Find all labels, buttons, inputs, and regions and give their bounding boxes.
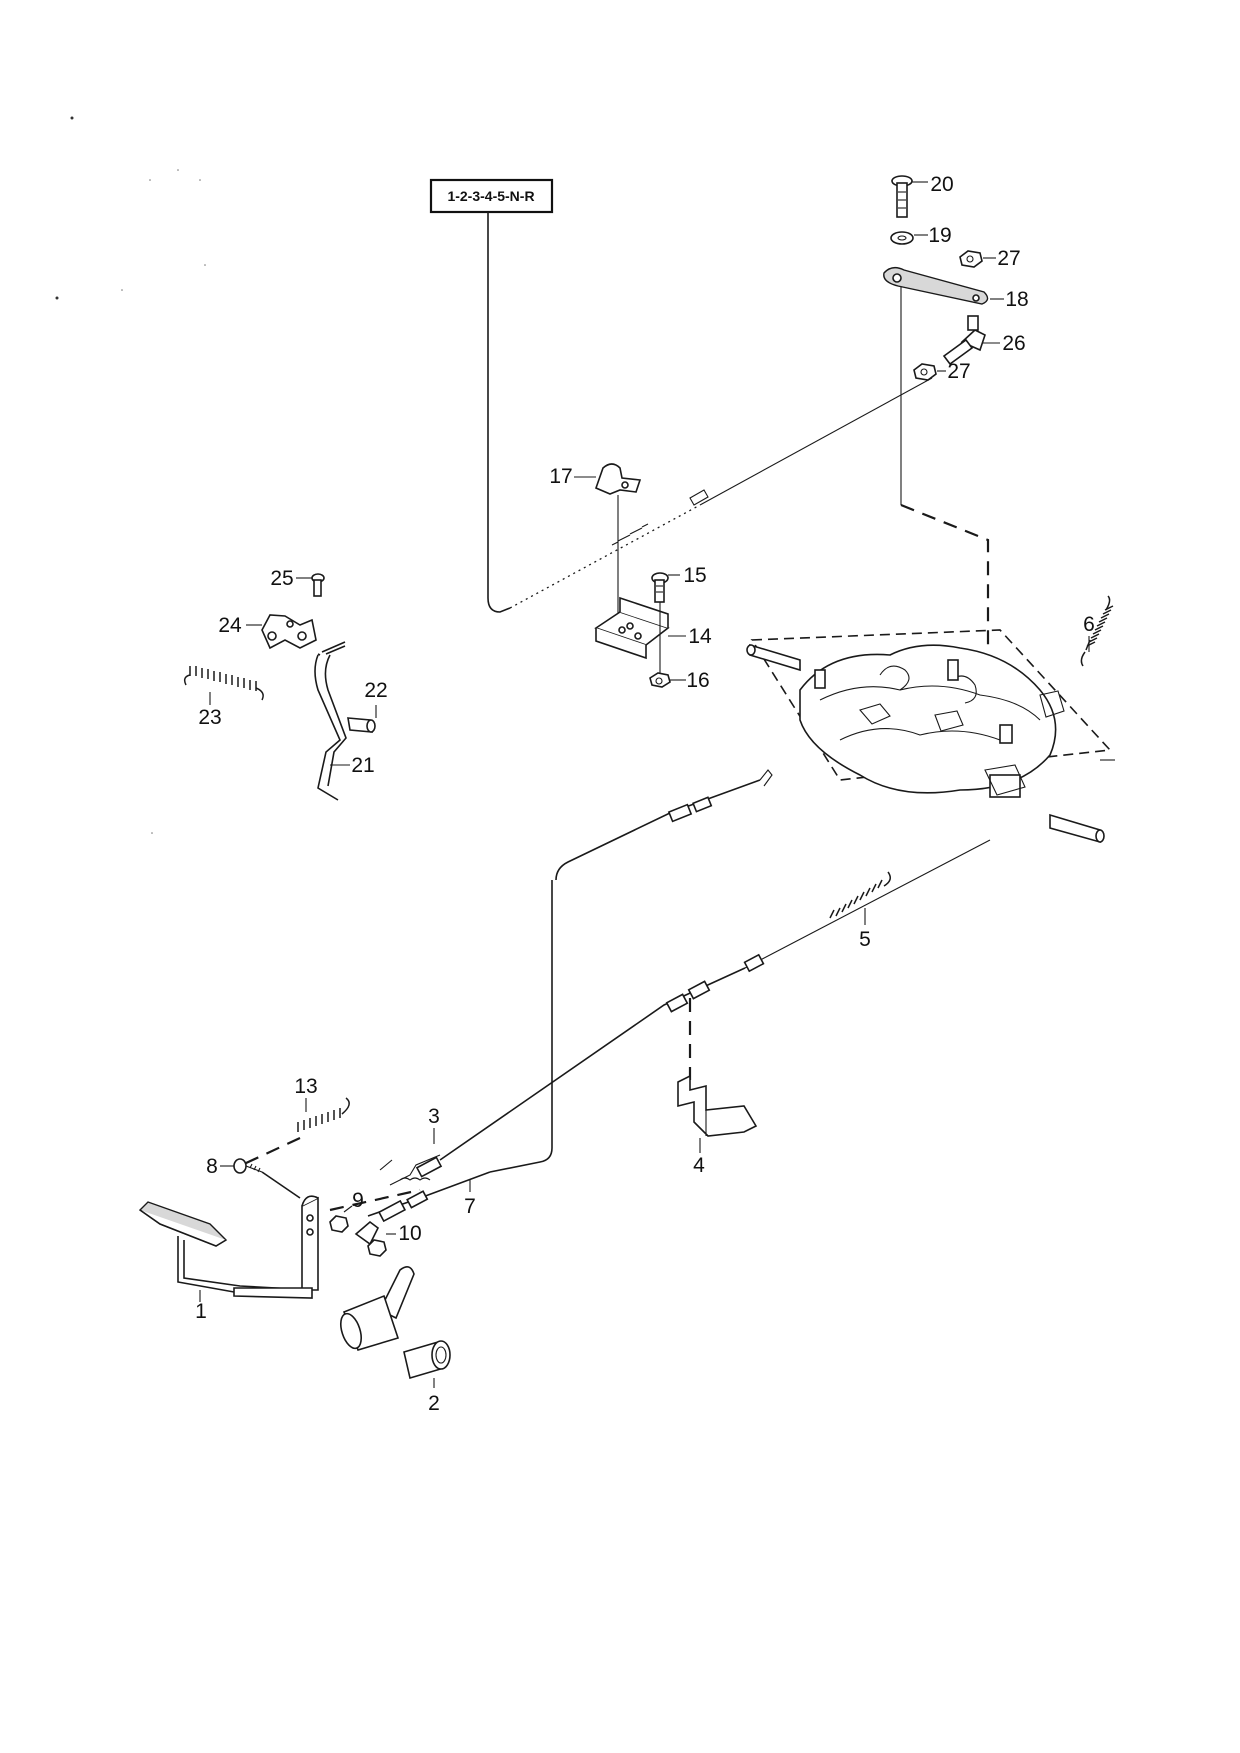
part-label-27-lower: 27 — [947, 360, 970, 383]
part-label-13: 13 — [294, 1075, 317, 1098]
part-label-22: 22 — [364, 679, 387, 702]
part-label-5: 5 — [859, 928, 871, 951]
spring-13-to-pedal — [243, 1137, 301, 1165]
part-label-3: 3 — [428, 1105, 440, 1128]
bolt-15 — [651, 572, 680, 676]
shift-pattern-box: 1-2-3-4-5-N-R — [429, 178, 554, 613]
shift-cable — [509, 377, 933, 609]
spring-13 — [297, 1097, 350, 1132]
part-label-17: 17 — [549, 465, 572, 488]
part-label-27-top: 27 — [997, 247, 1020, 270]
part-label-14: 14 — [688, 625, 712, 648]
part-label-8: 8 — [206, 1155, 218, 1178]
bracket-4 — [677, 1074, 758, 1153]
part-label-4: 4 — [693, 1154, 705, 1177]
shift-pattern-label: 1-2-3-4-5-N-R — [447, 188, 534, 204]
bushing-2 — [403, 1340, 451, 1388]
part-label-23: 23 — [198, 706, 221, 729]
part-label-1: 1 — [195, 1300, 207, 1323]
part-label-9: 9 — [352, 1189, 364, 1212]
part-label-26: 26 — [1002, 332, 1025, 355]
cable-clamp-17 — [574, 463, 642, 625]
cable-to-pedal — [329, 1188, 421, 1212]
scan-specks — [55, 116, 206, 834]
part-label-6: 6 — [1083, 613, 1095, 636]
part-labels: 1 2 3 4 5 6 7 8 9 10 13 14 15 16 17 18 1… — [195, 173, 1095, 1415]
nut-16 — [649, 672, 686, 688]
spring-5 — [829, 871, 891, 925]
parking-brake-parts — [183, 573, 377, 801]
eye-bolt-8 — [220, 1158, 301, 1199]
clutch-pedal-1 — [138, 1195, 415, 1351]
part-label-18: 18 — [1005, 288, 1028, 311]
spring-6 — [1080, 595, 1114, 667]
part-label-15: 15 — [683, 564, 706, 587]
part-label-19: 19 — [928, 224, 951, 247]
part-label-10: 10 — [398, 1222, 421, 1245]
part-label-2: 2 — [428, 1392, 440, 1415]
cables-3-7 — [367, 769, 991, 1223]
nut-9-clamp-10 — [329, 1205, 396, 1257]
part-label-20: 20 — [930, 173, 953, 196]
shift-linkage — [883, 175, 1004, 505]
part-label-21: 21 — [351, 754, 374, 777]
part-label-25: 25 — [270, 567, 293, 590]
part-label-16: 16 — [686, 669, 709, 692]
linkage-to-transaxle — [900, 503, 990, 648]
shift-bracket-14 — [594, 596, 686, 660]
part-label-24: 24 — [218, 614, 242, 637]
transaxle — [746, 629, 1115, 844]
part-label-7: 7 — [464, 1195, 476, 1218]
